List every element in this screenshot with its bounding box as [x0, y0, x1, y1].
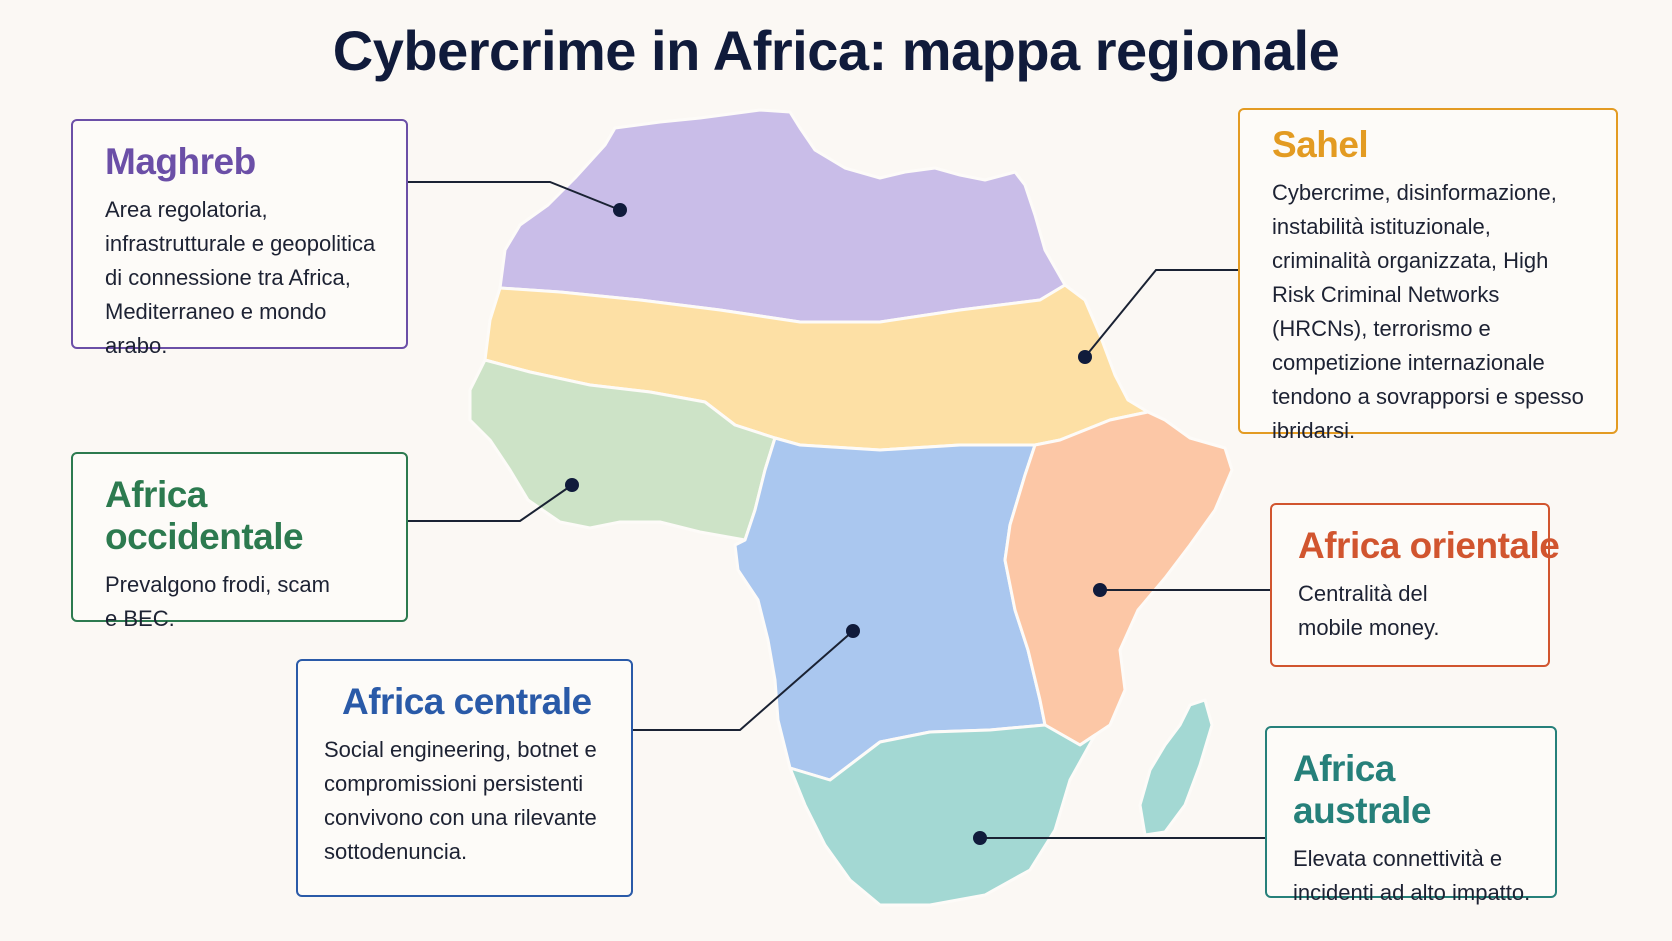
region-card-centrale: Africa centrale Social engineering, botn…: [296, 659, 633, 897]
region-description-maghreb: Area regolatoria, infrastrutturale e geo…: [105, 197, 376, 358]
location-dot-icon: [973, 831, 987, 845]
region-title-occidentale: Africa occidentale: [105, 474, 304, 557]
leader-line-maghreb: [408, 181, 621, 211]
madagascar-shape[interactable]: [1138, 698, 1214, 837]
location-dot-icon: [1093, 583, 1107, 597]
region-title-australe: Africa australe: [1293, 748, 1431, 831]
region-card-maghreb: Maghreb Area regolatoria, infrastruttura…: [71, 119, 408, 358]
region-orientale[interactable]: [1003, 410, 1234, 747]
leader-lines: [408, 181, 1270, 839]
region-description-australe: Elevata connettività e incidenti ad alto…: [1293, 846, 1531, 905]
region-title-sahel: Sahel: [1272, 124, 1369, 165]
region-markers: [565, 203, 1107, 845]
region-description-occidentale: Prevalgono frodi, scam e BEC.: [105, 572, 330, 631]
region-description-sahel: Cybercrime, disinformazione, instabilità…: [1272, 180, 1584, 443]
region-description-orientale: Centralità del mobile money.: [1298, 581, 1440, 640]
region-title-maghreb: Maghreb: [105, 141, 256, 182]
location-dot-icon: [1078, 350, 1092, 364]
region-card-sahel: Sahel Cybercrime, disinformazione, insta…: [1238, 108, 1618, 443]
region-card-australe: Africa australe Elevata connettività e i…: [1265, 726, 1557, 905]
region-description-centrale: Social engineering, botnet e compromissi…: [324, 737, 597, 864]
region-australe[interactable]: [788, 723, 1097, 907]
leader-line-occidentale: [408, 484, 573, 522]
leader-line-centrale: [633, 630, 854, 731]
location-dot-icon: [613, 203, 627, 217]
region-title-orientale: Africa orientale: [1298, 525, 1560, 566]
region-occidentale[interactable]: [468, 358, 777, 542]
location-dot-icon: [565, 478, 579, 492]
region-maghreb[interactable]: [498, 108, 1067, 324]
location-dot-icon: [846, 624, 860, 638]
leader-line-sahel: [1084, 269, 1238, 358]
region-title-centrale: Africa centrale: [342, 681, 592, 722]
region-card-orientale: Africa orientale Centralità del mobile m…: [1270, 503, 1560, 667]
page-title: Cybercrime in Africa: mappa regionale: [332, 19, 1340, 82]
region-card-occidentale: Africa occidentale Prevalgono frodi, sca…: [71, 452, 408, 631]
